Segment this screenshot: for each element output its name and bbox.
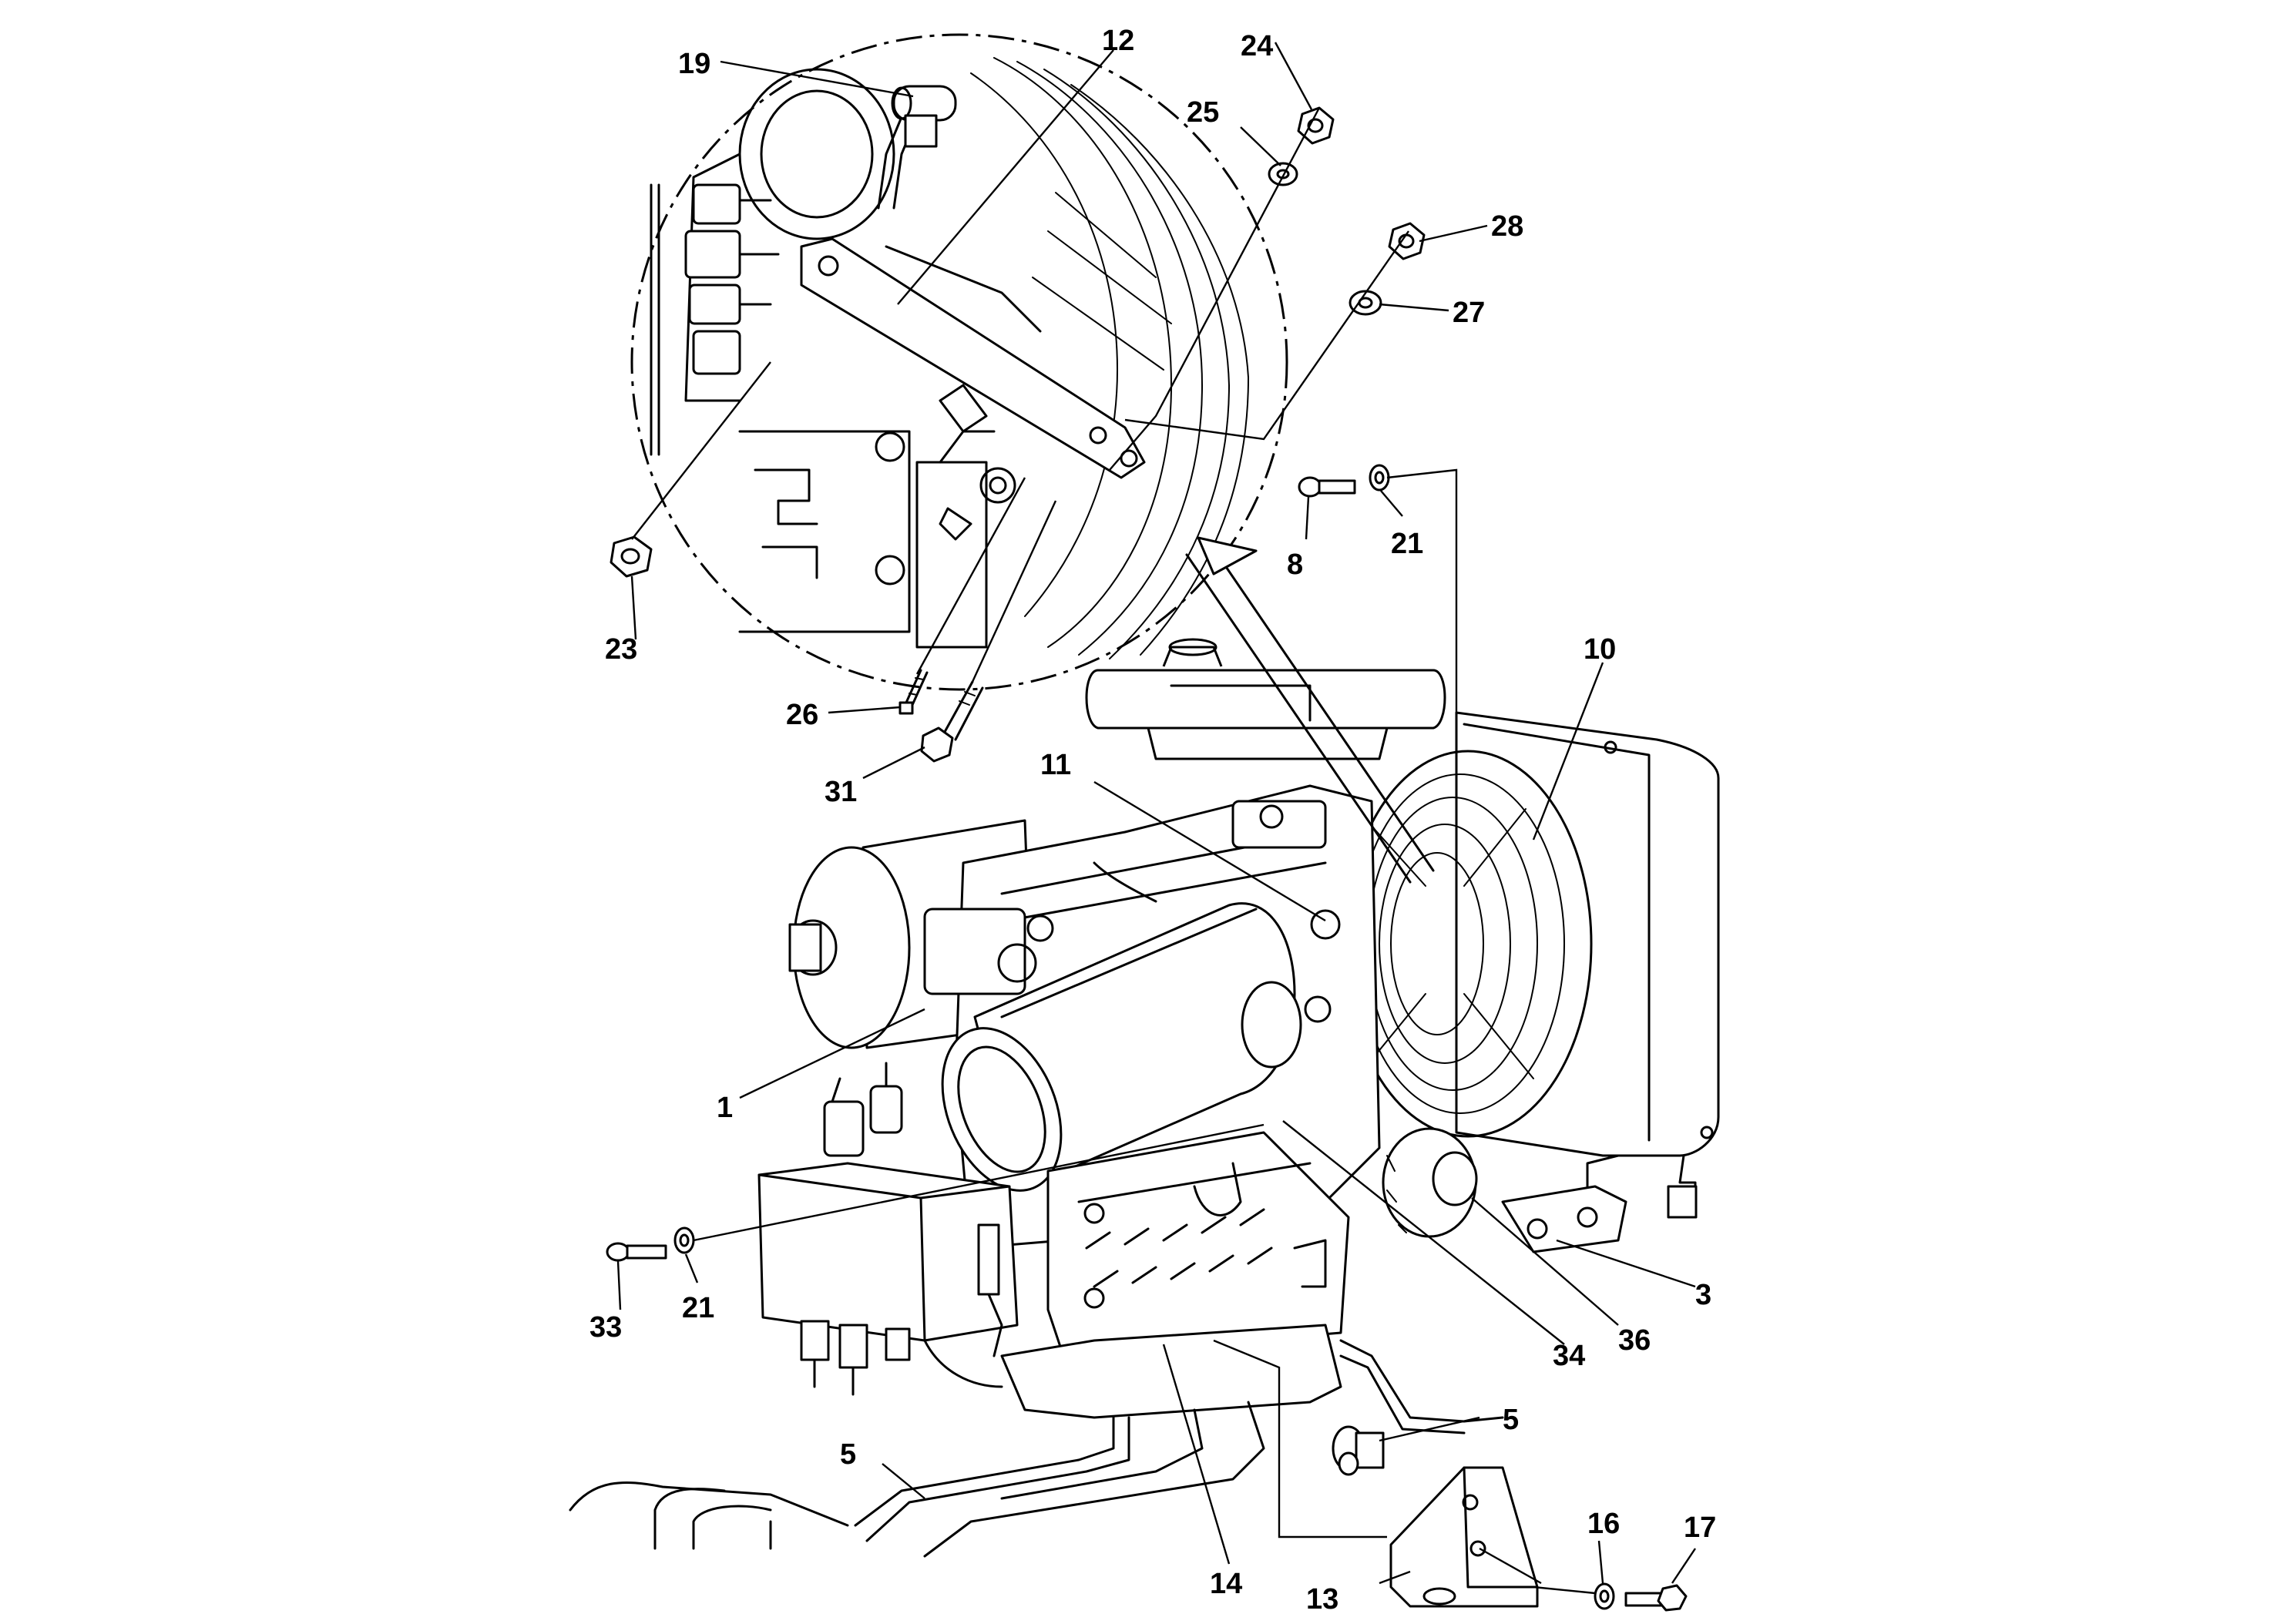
part-31-bolt [920,680,984,763]
callout-27: 27 [1453,297,1485,329]
part-13-bracket [1389,1466,1539,1608]
radiator [1455,711,1720,1219]
detail-bracket [800,237,1146,479]
callout-17: 17 [1684,1512,1716,1544]
part-23-nut [610,535,653,578]
assembly-lines [631,107,1596,1595]
callout-5-left: 5 [840,1438,856,1471]
part-28-nut [1388,222,1426,260]
part-19-fitting [891,85,957,148]
callout-33: 33 [589,1311,622,1344]
callout-19: 19 [678,48,710,80]
top-tank [1085,638,1446,760]
callout-13: 13 [1306,1583,1338,1616]
callout-24: 24 [1241,30,1273,62]
detail-engine-face [738,384,1016,649]
gear-cover [1046,1131,1350,1357]
callout-31: 31 [825,776,857,808]
callout-1: 1 [717,1092,733,1124]
part-16-washer [1594,1582,1615,1610]
callout-3: 3 [1695,1279,1711,1311]
callout-10: 10 [1584,633,1616,666]
callout-34: 34 [1553,1340,1585,1372]
part-21-washer-top [1369,464,1390,492]
callout-leaders [616,42,1696,1585]
part-33-bolt [606,1242,667,1262]
detail-fittings [650,183,780,456]
callout-16: 16 [1587,1508,1620,1540]
engine-mount-bracket [1501,1154,1627,1253]
detail-circle-border [630,33,1288,691]
callout-23: 23 [605,633,637,666]
callout-36: 36 [1618,1324,1651,1357]
oil-filler-cap [1382,1127,1478,1238]
callout-21-bottom: 21 [682,1292,714,1324]
callout-25: 25 [1187,96,1219,129]
callout-5-right: 5 [1503,1404,1519,1436]
part-17-bolt [1624,1584,1688,1612]
callout-12: 12 [1102,25,1134,57]
callout-8: 8 [1287,549,1303,581]
callout-14: 14 [1210,1568,1242,1600]
callout-26: 26 [786,699,818,731]
hydraulic-pipes [569,1339,1504,1558]
detail-arrow-shaft [1185,542,1435,884]
part-25-washer [1268,162,1298,186]
valve-block [757,1062,1019,1396]
part-26-screw [898,669,929,715]
callout-11: 11 [1040,749,1071,781]
sensor-fitting [1332,1425,1385,1476]
detail-arrow-head [1197,536,1258,575]
callout-28: 28 [1491,210,1523,243]
engine-assembly [569,638,1720,1558]
callout-21-top: 21 [1391,528,1423,560]
callout-labels: 19 12 24 25 28 27 23 8 21 26 31 10 11 1 … [589,25,1716,1616]
part-8-bolt [1298,476,1356,498]
detail-view [630,33,1288,691]
hardware-parts [606,85,1688,1612]
filter-canister [941,902,1302,1192]
part-21-washer-bottom [673,1226,695,1254]
